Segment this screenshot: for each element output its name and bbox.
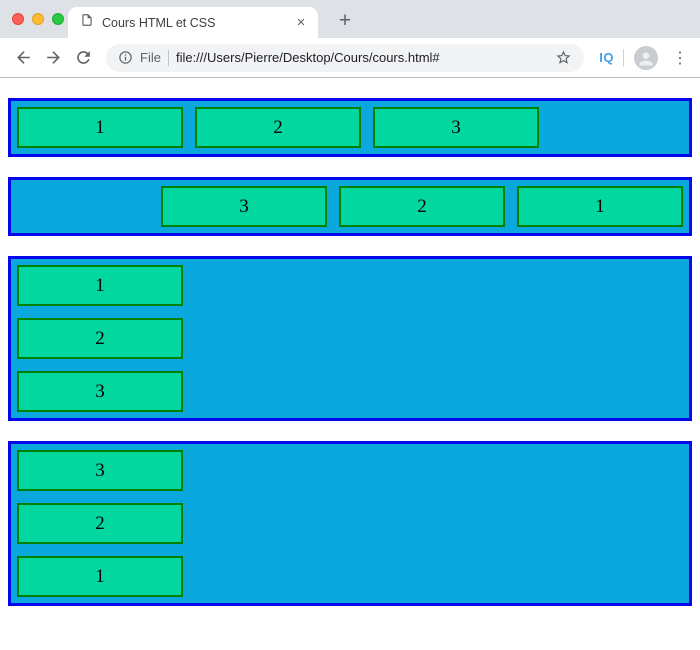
new-tab-button[interactable]: + (338, 9, 352, 32)
flex-item: 2 (17, 318, 183, 359)
browser-menu-button[interactable]: ⋮ (672, 49, 688, 67)
flex-item: 2 (195, 107, 361, 148)
url-text[interactable]: file:///Users/Pierre/Desktop/Cours/cours… (175, 50, 440, 65)
bookmark-button[interactable] (552, 47, 574, 69)
flex-item: 1 (17, 107, 183, 148)
close-window-icon[interactable] (12, 13, 24, 25)
back-arrow-icon (16, 51, 30, 64)
tab-title: Cours HTML et CSS (102, 15, 216, 30)
back-button[interactable] (8, 43, 38, 73)
browser-tab-strip: Cours HTML et CSS × + (0, 0, 700, 38)
flex-item: 2 (17, 503, 183, 544)
extension-iq-button[interactable]: IQ (599, 50, 614, 65)
reload-icon (76, 51, 90, 64)
minimize-window-icon[interactable] (32, 13, 44, 25)
person-icon (639, 52, 653, 66)
star-outline-icon (556, 50, 571, 64)
flex-item: 2 (339, 186, 505, 227)
web-page-content: 1 2 3 1 2 3 1 2 3 1 2 3 (0, 98, 700, 606)
flex-item: 3 (161, 186, 327, 227)
browser-toolbar: File file:///Users/Pierre/Desktop/Cours/… (0, 38, 700, 78)
window-controls (12, 13, 64, 25)
flex-item: 3 (17, 450, 183, 491)
document-page-icon (80, 13, 94, 32)
flex-demo-row: 1 2 3 (8, 98, 692, 157)
flex-item: 1 (517, 186, 683, 227)
flex-demo-row-reverse: 1 2 3 (8, 177, 692, 236)
flex-item: 3 (17, 371, 183, 412)
flex-item: 1 (17, 556, 183, 597)
flex-item: 1 (17, 265, 183, 306)
info-icon[interactable] (118, 50, 133, 65)
tab-close-icon[interactable]: × (296, 13, 306, 31)
browser-tab[interactable]: Cours HTML et CSS × (68, 7, 318, 38)
omnibox-divider (167, 49, 169, 66)
profile-avatar[interactable] (634, 45, 658, 70)
forward-arrow-icon (46, 51, 60, 64)
forward-button[interactable] (38, 43, 68, 73)
reload-button[interactable] (68, 43, 98, 73)
toolbar-divider (623, 48, 624, 67)
flex-demo-column-reverse: 1 2 3 (8, 441, 692, 606)
zoom-window-icon[interactable] (52, 13, 64, 25)
url-scheme-chip[interactable]: File (140, 50, 161, 65)
address-bar[interactable]: File file:///Users/Pierre/Desktop/Cours/… (106, 43, 585, 72)
flex-demo-column: 1 2 3 (8, 256, 692, 421)
flex-item: 3 (373, 107, 539, 148)
